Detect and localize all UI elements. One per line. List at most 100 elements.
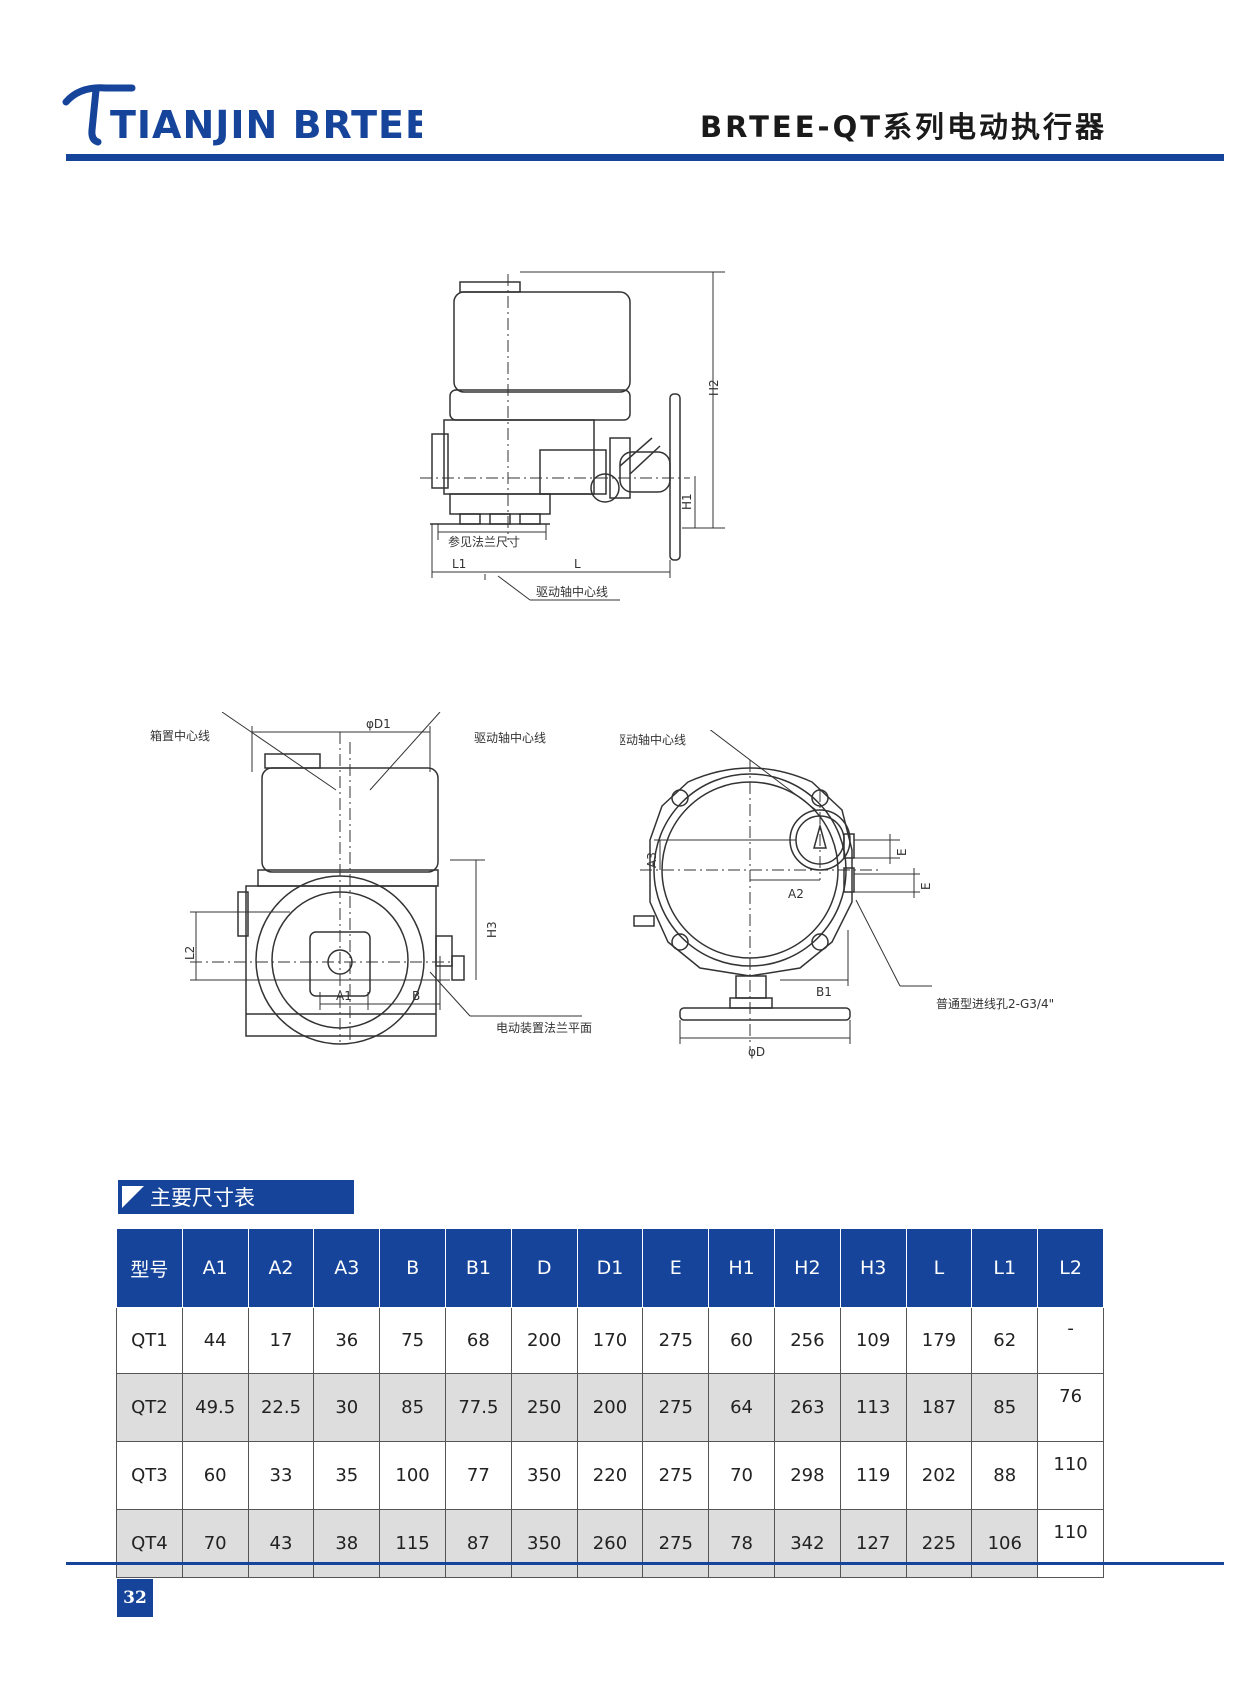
dim-label-h3: H3: [485, 921, 499, 938]
table-cell: 36: [313, 1307, 381, 1374]
table-header-cell: A2: [247, 1228, 315, 1308]
table-cell: 275: [642, 1373, 710, 1442]
table-cell: 43: [247, 1509, 315, 1578]
table-cell: 76: [1037, 1373, 1104, 1442]
table-cell: 64: [708, 1373, 775, 1442]
table-header-cell: L: [905, 1228, 973, 1308]
table-cell: 350: [510, 1441, 578, 1510]
table-cell: QT1: [116, 1307, 183, 1374]
table-row: QT1 44 17 36 75 68 200 170 275 60 256 10…: [116, 1307, 1104, 1374]
dim-label-a1: A1: [336, 989, 352, 1003]
table-cell: 170: [576, 1307, 644, 1374]
table-cell: 77: [444, 1441, 512, 1510]
table-cell: 220: [576, 1441, 644, 1510]
table-header-cell: 型号: [116, 1228, 183, 1308]
table-cell: 70: [181, 1509, 249, 1578]
dim-label-d: φD: [748, 1045, 765, 1059]
table-row: QT3 60 33 35 100 77 350 220 275 70 298 1…: [116, 1441, 1104, 1510]
flange-plane-label: 电动装置法兰平面: [496, 1021, 592, 1035]
table-cell: 78: [708, 1509, 775, 1578]
table-cell: 260: [576, 1509, 644, 1578]
brand-logo: TIANJIN BRTEE: [62, 84, 422, 147]
table-cell: 110: [1037, 1441, 1104, 1510]
dim-label-a3: A3: [645, 852, 659, 868]
dim-label-h1: H1: [680, 493, 694, 510]
page-number: 32: [117, 1579, 153, 1617]
table-cell: 200: [510, 1307, 578, 1374]
table-cell: 30: [313, 1373, 381, 1442]
table-header-cell: B1: [444, 1228, 512, 1308]
drive-axis-label-front: 驱动轴中心线: [474, 730, 546, 745]
table-cell: 179: [905, 1307, 973, 1374]
table-cell: 250: [510, 1373, 578, 1442]
dim-label-a2: A2: [788, 887, 804, 901]
table-header-row: 型号 A1 A2 A3 B B1 D D1 E H1 H2 H3 L L1 L2: [116, 1228, 1104, 1308]
table-cell: 87: [444, 1509, 512, 1578]
table-cell: 17: [247, 1307, 315, 1374]
dim-label-l2: L2: [183, 946, 197, 960]
dim-label-e2: E: [919, 882, 933, 890]
table-cell: 22.5: [247, 1373, 315, 1442]
table-title-bar: 主要尺寸表: [118, 1180, 354, 1214]
table-cell: 119: [839, 1441, 907, 1510]
table-cell: 62: [971, 1307, 1039, 1374]
table-cell: 109: [839, 1307, 907, 1374]
table-cell: QT4: [116, 1509, 183, 1578]
table-cell: 100: [379, 1441, 446, 1510]
table-cell: 44: [181, 1307, 249, 1374]
dim-label-h2: H2: [707, 379, 721, 396]
dim-label-b: B: [412, 989, 420, 1003]
table-header-cell: L1: [971, 1228, 1039, 1308]
brand-name: TIANJIN BRTEE: [110, 103, 422, 147]
table-cell: 200: [576, 1373, 644, 1442]
table-header-cell: L2: [1037, 1228, 1104, 1308]
table-cell: 106: [971, 1509, 1039, 1578]
table-header-cell: B: [379, 1228, 446, 1308]
footer-divider: [66, 1562, 1224, 1565]
table-cell: 60: [708, 1307, 775, 1374]
dim-label-b1: B1: [816, 985, 832, 999]
table-cell: 298: [773, 1441, 841, 1510]
table-cell: 342: [773, 1509, 841, 1578]
table-cell: 275: [642, 1441, 710, 1510]
table-header-cell: A3: [313, 1228, 381, 1308]
dim-label-l1: L1: [452, 557, 466, 571]
table-cell: 60: [181, 1441, 249, 1510]
table-cell: 263: [773, 1373, 841, 1442]
flange-ref-label: 参见法兰尺寸: [448, 534, 520, 549]
table-cell: 35: [313, 1441, 381, 1510]
table-cell: 77.5: [444, 1373, 512, 1442]
table-cell: 350: [510, 1509, 578, 1578]
table-cell: 70: [708, 1441, 775, 1510]
drive-axis-label: 驱动轴中心线: [536, 584, 608, 599]
table-header-cell: E: [642, 1228, 710, 1308]
table-cell: 68: [444, 1307, 512, 1374]
dim-label-l: L: [574, 557, 581, 571]
page-title: BRTEE-QT系列电动执行器: [700, 110, 1108, 144]
table-cell: 115: [379, 1509, 446, 1578]
side-view-drawing: H2 H1 参见法兰尺寸 L1 L 驱动轴中心线: [420, 271, 725, 601]
table-header-cell: H1: [708, 1228, 775, 1308]
drive-axis-label-top: 驱动轴中心线: [620, 732, 686, 747]
table-cell: 33: [247, 1441, 315, 1510]
table-cell: 225: [905, 1509, 973, 1578]
table-header-cell: H2: [773, 1228, 841, 1308]
dim-label-e1: E: [895, 848, 909, 856]
table-row: QT2 49.5 22.5 30 85 77.5 250 200 275 64 …: [116, 1373, 1104, 1442]
table-header-cell: D: [510, 1228, 578, 1308]
top-view-drawing: 驱动轴中心线 A3 A2 E E B1 φD 普通型进线孔2-G3/4": [620, 730, 1054, 1059]
table-header-cell: D1: [576, 1228, 644, 1308]
table-cell: QT2: [116, 1373, 183, 1442]
table-cell: 187: [905, 1373, 973, 1442]
table-header-cell: A1: [181, 1228, 249, 1308]
table-row: QT4 70 43 38 115 87 350 260 275 78 342 1…: [116, 1509, 1104, 1578]
table-title: 主要尺寸表: [150, 1186, 255, 1210]
inlet-label: 普通型进线孔2-G3/4": [936, 997, 1054, 1011]
table-cell: 49.5: [181, 1373, 249, 1442]
dimensions-table: 型号 A1 A2 A3 B B1 D D1 E H1 H2 H3 L L1 L2…: [116, 1228, 1104, 1578]
table-cell: 38: [313, 1509, 381, 1578]
header-divider: [66, 154, 1224, 161]
title-corner-icon: [122, 1186, 144, 1208]
dim-label-d1: φD1: [366, 717, 391, 731]
table-cell: 275: [642, 1307, 710, 1374]
